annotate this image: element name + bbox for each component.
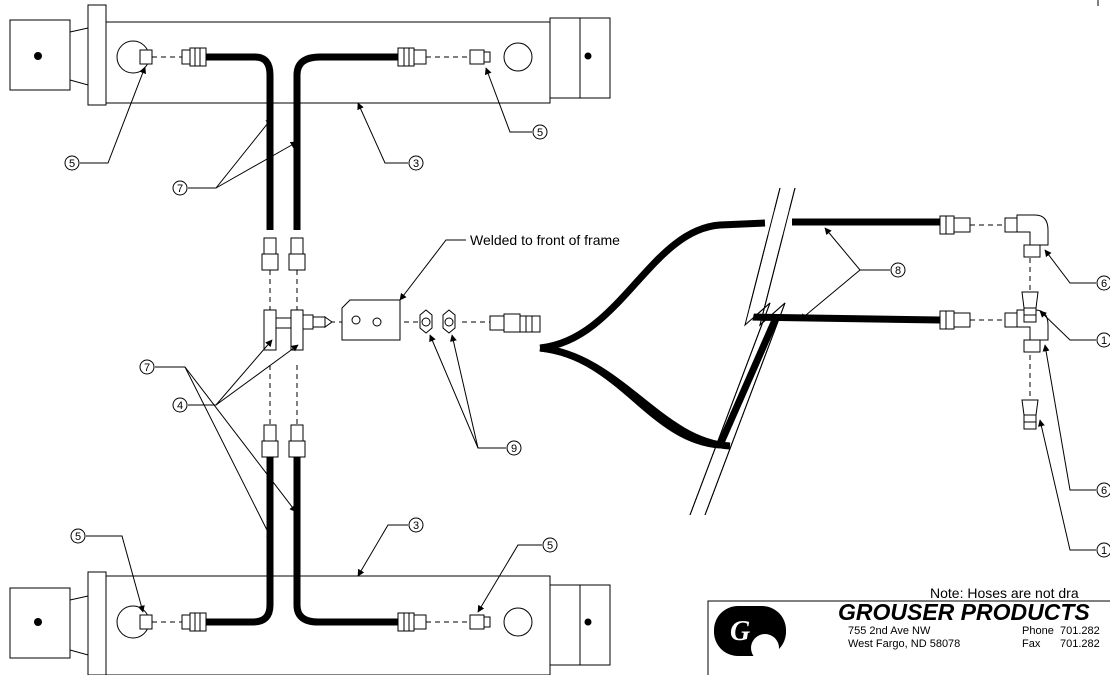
logo-letter: G <box>730 616 750 647</box>
long-hoses <box>539 218 940 449</box>
company-name: GROUSER PRODUCTS <box>838 599 1090 625</box>
leader-lines <box>80 66 1096 613</box>
welded-note: Welded to front of frame <box>470 232 620 248</box>
top-cylinder-grease-fittings <box>34 52 592 60</box>
callout-5-bottom-left: 5 <box>75 531 81 543</box>
bottom-left-hose-fittings <box>139 612 207 632</box>
callout-bubbles <box>64 124 1110 558</box>
callout-5-top-left: 5 <box>69 158 75 170</box>
dashed-connections <box>152 56 1031 623</box>
callout-3-top: 3 <box>413 158 419 170</box>
top-left-hose-fittings <box>139 47 207 67</box>
hoses-note: Note: Hoses are not dra <box>930 585 1079 601</box>
break-symbol <box>689 187 796 516</box>
title-block: G GROUSER PRODUCTS 755 2nd Ave NW West F… <box>707 599 1110 675</box>
callout-7-bottom: 7 <box>144 362 150 374</box>
elbow-fittings <box>1004 214 1049 353</box>
company-logo: G <box>714 606 786 662</box>
callout-9: 9 <box>511 443 517 455</box>
phone-label: Phone <box>1022 625 1054 637</box>
top-right-hose-fittings <box>397 47 491 67</box>
quick-couplers <box>1021 291 1039 430</box>
splice-fitting <box>489 313 541 333</box>
callout-3-bottom: 3 <box>413 520 419 532</box>
tee-fittings <box>263 309 333 351</box>
bottom-cylinder-grease-fittings <box>34 618 592 626</box>
vertical-hose-fittings <box>261 237 306 458</box>
right-end-fittings <box>939 215 971 330</box>
long-hose-lower <box>539 344 731 450</box>
company-city: West Fargo, ND 58078 <box>848 638 960 650</box>
jam-nuts <box>419 309 456 334</box>
callout-6-lower: 6 <box>1101 485 1107 497</box>
bottom-right-hose-fittings <box>397 612 491 632</box>
callout-7-top: 7 <box>177 183 183 195</box>
break-lines-redraw <box>689 187 796 516</box>
cylinder-hoses <box>205 53 400 626</box>
phone-number: 701.282 <box>1060 625 1100 637</box>
long-hose-lower-right <box>749 313 941 324</box>
callout-numbers: 5 5 3 7 4 9 8 7 5 3 5 6 1 6 1 <box>69 127 1107 557</box>
callout-8: 8 <box>895 265 901 277</box>
callout-6-upper: 6 <box>1101 278 1107 290</box>
callout-5-bottom-right: 5 <box>547 540 553 552</box>
company-street: 755 2nd Ave NW <box>848 625 931 637</box>
weld-plate <box>341 299 401 341</box>
callout-1-upper: 1 <box>1101 335 1107 347</box>
callout-4: 4 <box>177 400 183 412</box>
callout-5-top-right: 5 <box>537 127 543 139</box>
fax-number: 701.282 <box>1060 638 1100 650</box>
callout-1-lower: 1 <box>1101 545 1107 557</box>
fax-label: Fax <box>1022 638 1041 650</box>
